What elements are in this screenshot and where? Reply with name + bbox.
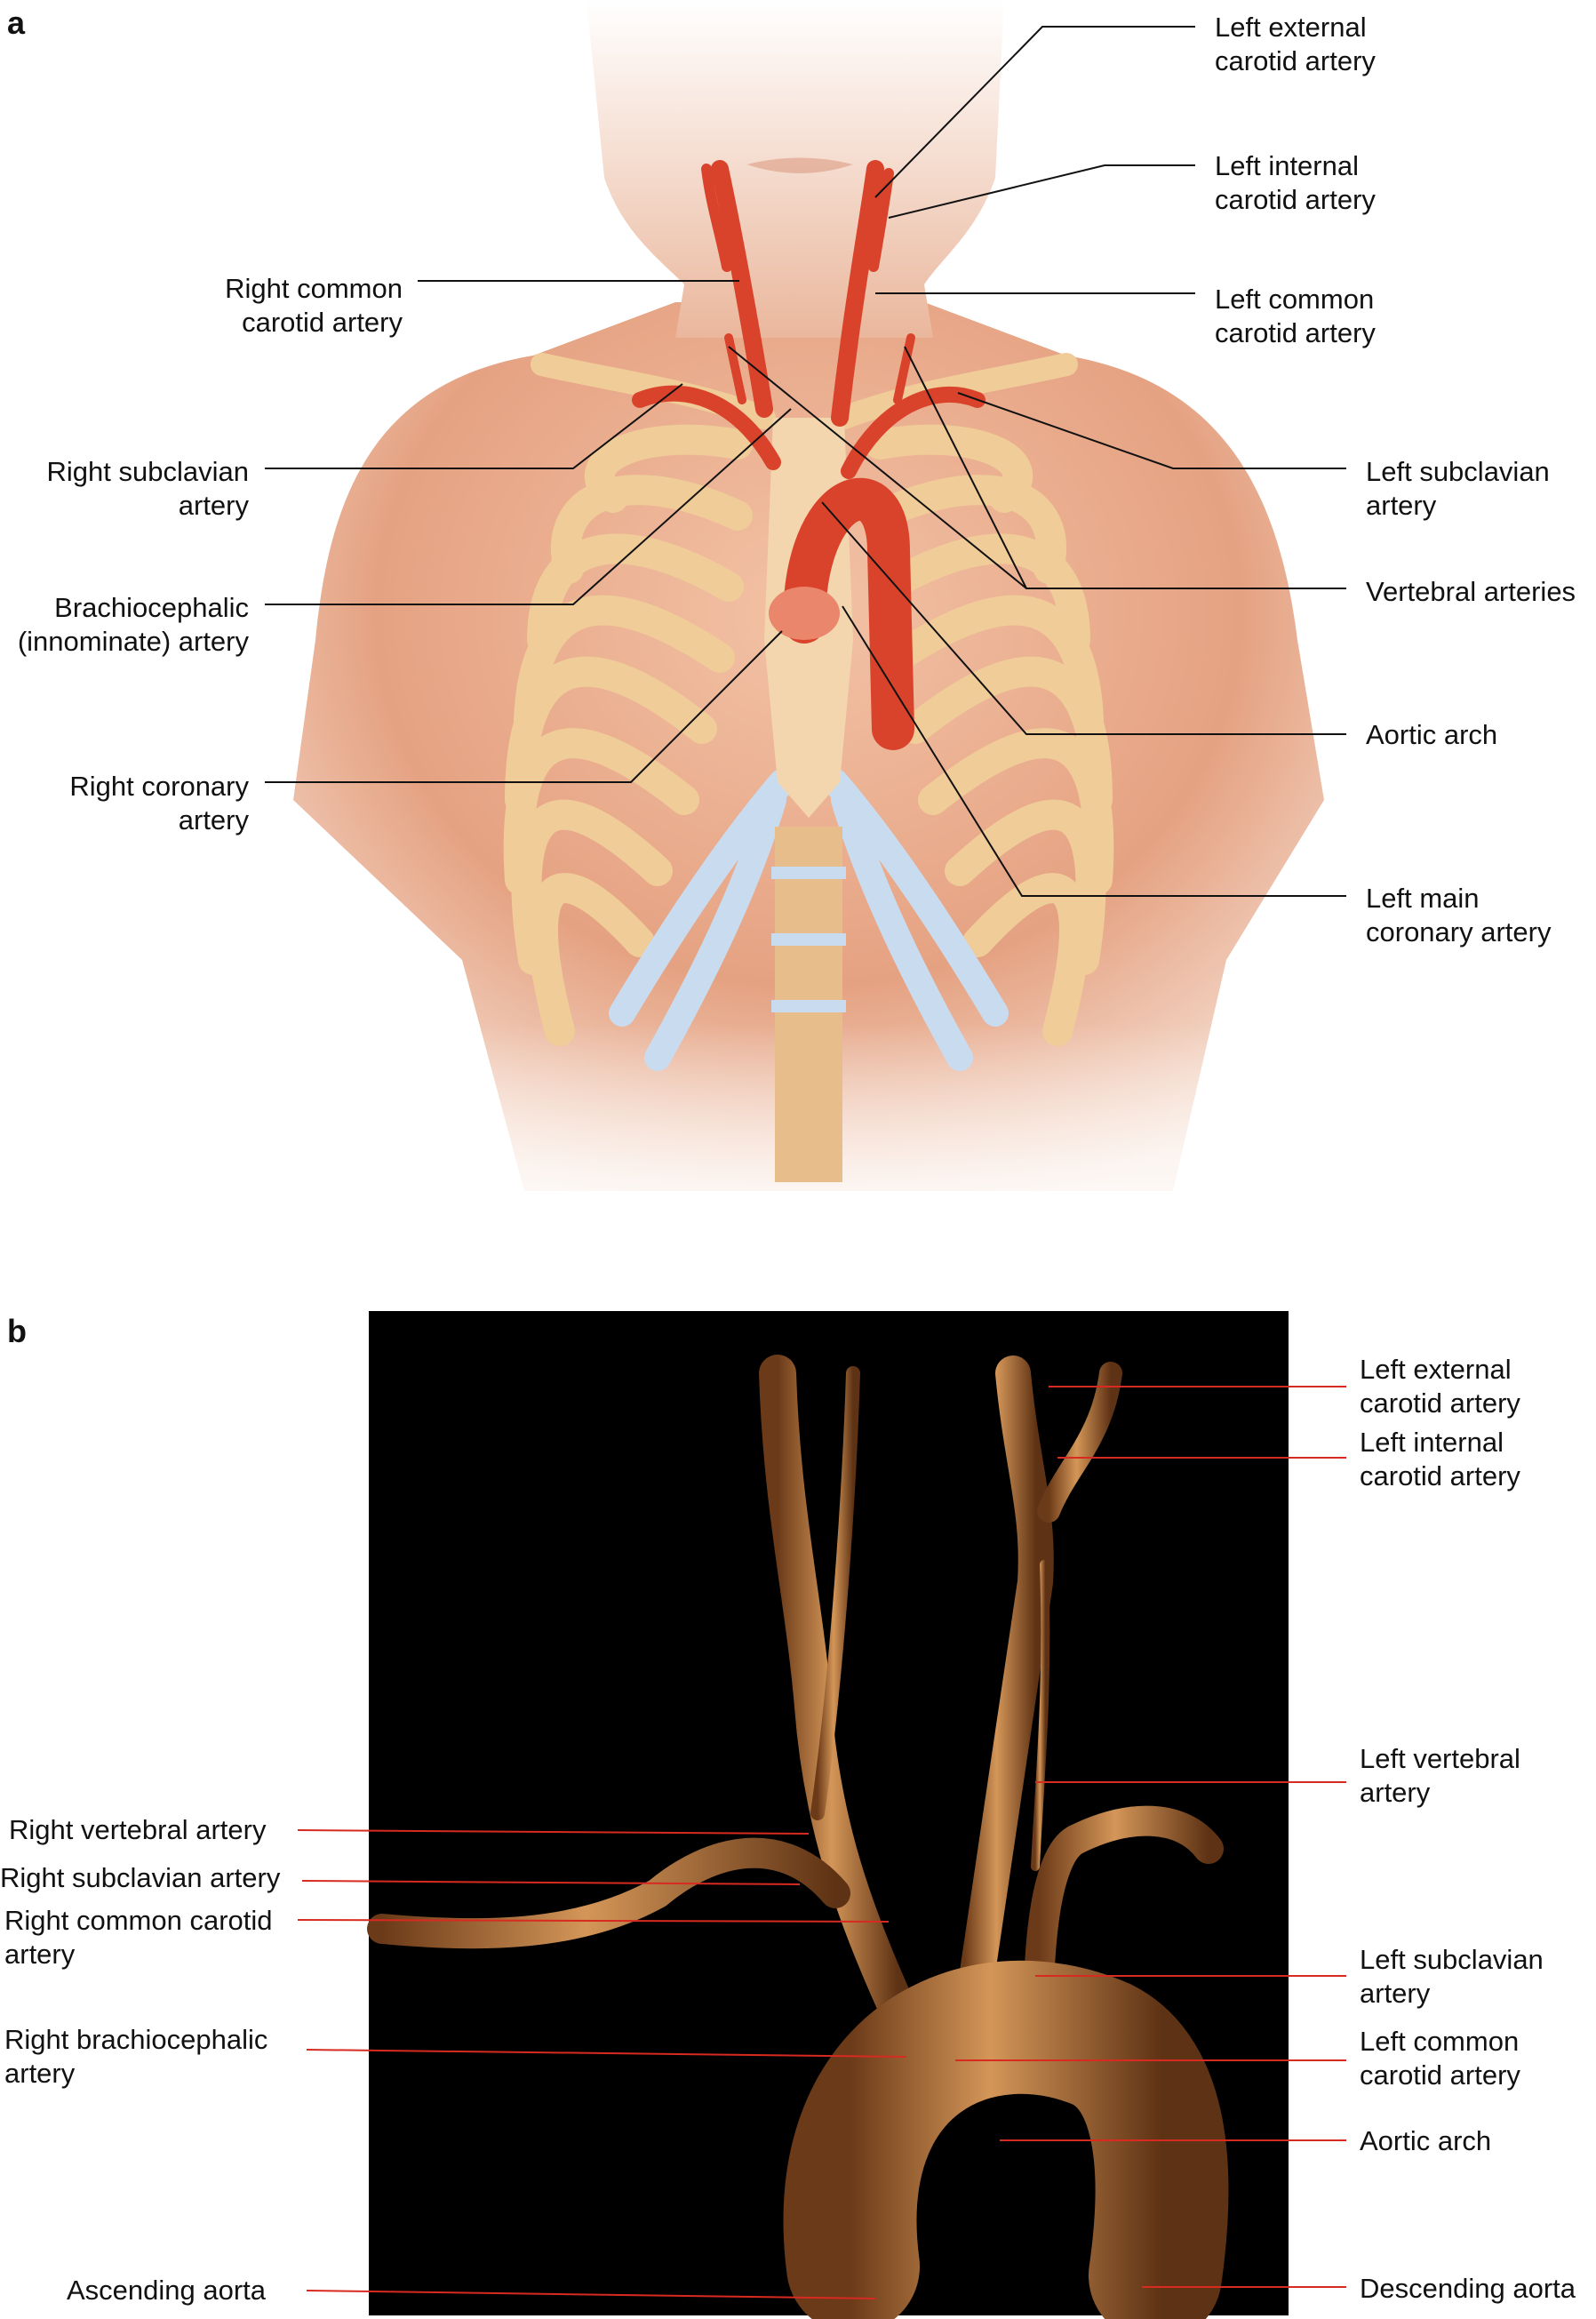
ct-vessels	[367, 1355, 1229, 2319]
panel-a-illustration	[265, 0, 1346, 1244]
label-b-right-brachiocephalic: Right brachiocephalic artery	[4, 2024, 268, 2089]
label-b-right-subclavian: Right subclavian artery	[0, 1862, 281, 1893]
label-b-right-common-carotid: Right common carotid artery	[4, 1905, 273, 1970]
label-a-right-coronary: Right coronary artery	[69, 771, 249, 836]
spine	[771, 827, 846, 1182]
ribs	[503, 424, 1114, 1046]
label-a-vertebral: Vertebral arteries	[1366, 576, 1576, 607]
costal-cartilage	[609, 769, 1009, 1071]
panel-b-leader-lines	[297, 1386, 1346, 2299]
label-b-left-external-carotid: Left external carotid artery	[1360, 1354, 1520, 1419]
label-b-aortic-arch: Aortic arch	[1360, 2125, 1492, 2156]
label-a-left-external-carotid: Left external carotid artery	[1215, 12, 1376, 76]
label-b-descending-aorta: Descending aorta	[1360, 2273, 1576, 2304]
label-a-left-common-carotid: Left common carotid artery	[1215, 284, 1376, 348]
label-b-ascending-aorta: Ascending aorta	[67, 2275, 267, 2306]
label-b-left-vertebral: Left vertebral artery	[1360, 1743, 1520, 1808]
label-b-left-subclavian: Left subclavian artery	[1360, 1944, 1544, 2009]
label-a-left-subclavian: Left subclavian artery	[1366, 456, 1550, 521]
label-b-right-vertebral: Right vertebral artery	[9, 1814, 267, 1845]
lips	[746, 157, 853, 173]
label-a-left-main-coronary: Left main coronary artery	[1366, 883, 1552, 948]
label-a-aortic-arch: Aortic arch	[1366, 719, 1498, 750]
panel-b-letter: b	[7, 1313, 27, 1349]
label-a-right-subclavian: Right subclavian artery	[46, 456, 249, 521]
label-a-right-common-carotid: Right common carotid artery	[225, 273, 403, 338]
panel-a-letter: a	[7, 4, 26, 41]
label-a-brachiocephalic: Brachiocephalic (innominate) artery	[17, 592, 249, 657]
label-a-left-internal-carotid: Left internal carotid artery	[1215, 150, 1376, 215]
panel-a-leader-lines	[265, 26, 1346, 897]
label-b-left-internal-carotid: Left internal carotid artery	[1360, 1427, 1520, 1491]
label-b-left-common-carotid: Left common carotid artery	[1360, 2026, 1520, 2091]
